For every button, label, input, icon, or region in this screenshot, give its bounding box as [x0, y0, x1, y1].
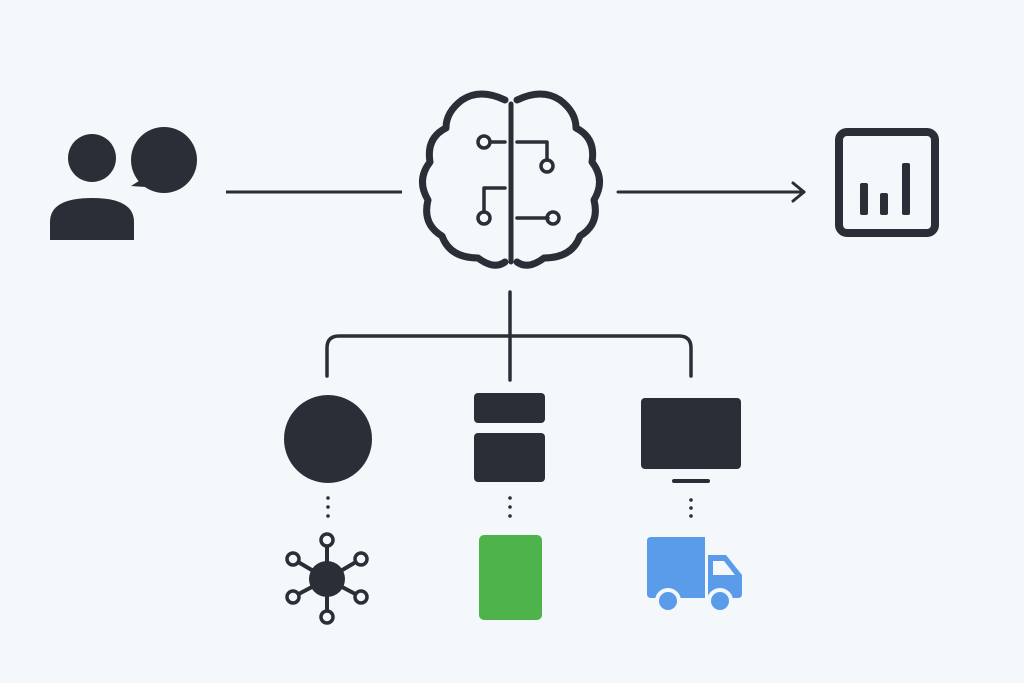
branch-connector — [325, 290, 693, 382]
circle-icon — [284, 395, 372, 483]
brain-circuit-icon — [419, 90, 603, 269]
dotted-connectors — [326, 496, 693, 518]
green-rectangle-icon — [479, 535, 542, 620]
network-hub-icon — [285, 532, 369, 625]
delivery-truck-icon — [647, 537, 742, 614]
arrow-brain-analytics — [616, 181, 806, 203]
monitor-icon — [641, 398, 741, 483]
bar-chart-icon — [835, 128, 939, 237]
users-chat-icon — [50, 127, 197, 240]
server-stack-icon — [474, 393, 545, 482]
